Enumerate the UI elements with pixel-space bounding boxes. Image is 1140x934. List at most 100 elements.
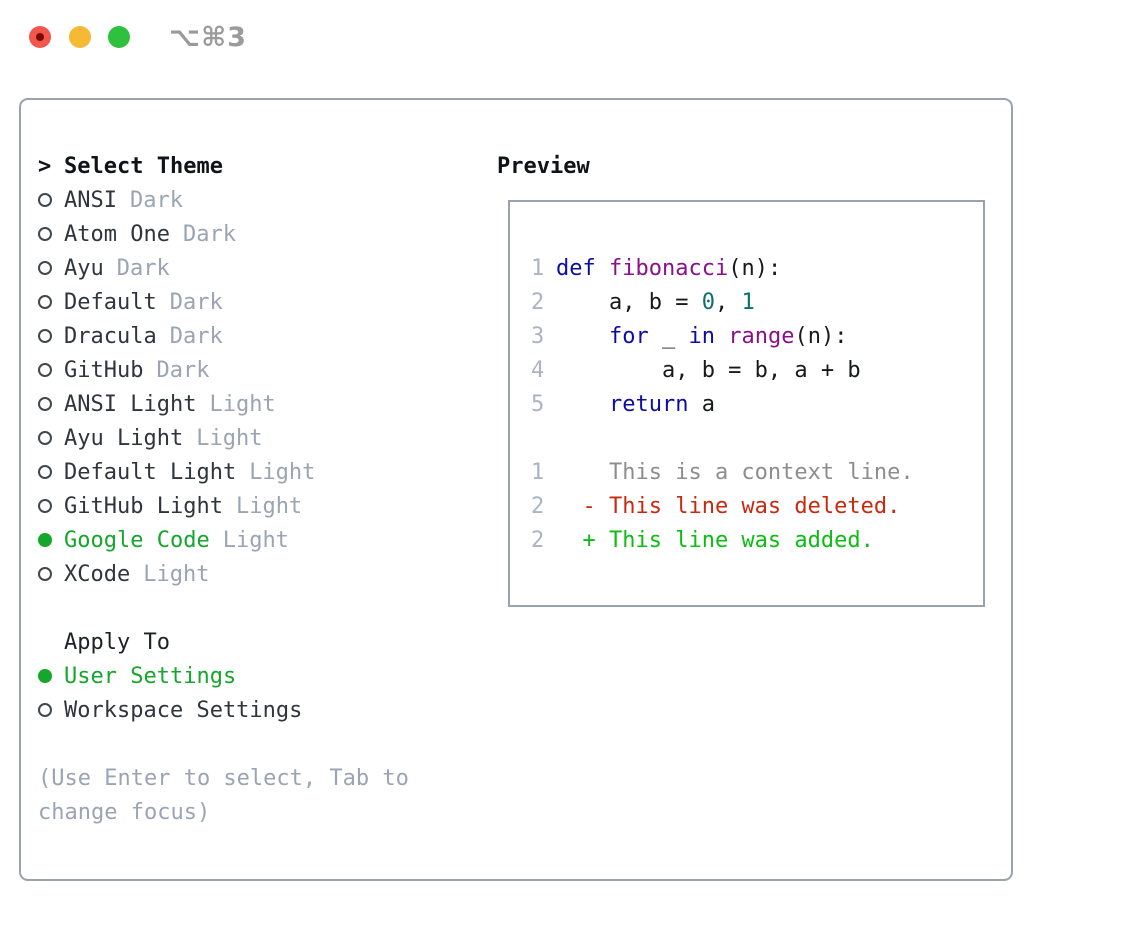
theme-variant-badge: Light	[209, 391, 276, 417]
theme-variant-badge: Dark	[129, 187, 183, 213]
theme-option-dracula[interactable]: Dracula Dark	[38, 319, 488, 353]
apply-option-label: Workspace Settings	[64, 697, 303, 723]
code-line	[531, 421, 914, 455]
theme-variant-badge: Light	[235, 493, 303, 519]
theme-variant-badge: Dark	[116, 255, 170, 281]
code-token-fn: fibonacci	[609, 255, 729, 281]
radio-icon	[38, 261, 52, 275]
line-number: 2	[531, 493, 545, 519]
theme-name: Ayu	[64, 255, 104, 281]
prompt-icon: >	[38, 153, 52, 179]
radio-icon	[38, 465, 52, 479]
line-number: 2	[531, 527, 545, 553]
theme-name: Default	[64, 289, 157, 315]
radio-icon	[38, 431, 52, 445]
line-number: 1	[531, 255, 545, 281]
apply-option-label: User Settings	[64, 663, 237, 689]
line-number: 2	[531, 289, 545, 315]
code-token-kw: return	[608, 391, 689, 417]
theme-variant-badge: Light	[143, 561, 210, 587]
radio-icon	[38, 567, 52, 581]
theme-variant-badge: Light	[222, 527, 289, 553]
zoom-button[interactable]	[108, 26, 130, 48]
close-button[interactable]	[29, 26, 51, 48]
code-line: 2 a, b = 0, 1	[531, 285, 914, 319]
code-token-kw: in	[688, 323, 715, 349]
code-token-kw: for	[608, 323, 649, 349]
preview-title: Preview	[497, 153, 590, 179]
theme-name: GitHub Light	[64, 493, 223, 519]
theme-variant-badge: Dark	[156, 357, 210, 383]
theme-variant-badge: Dark	[169, 323, 223, 349]
code-token-num: 0	[701, 289, 715, 315]
theme-option-default[interactable]: Default Dark	[38, 285, 488, 319]
radio-icon	[38, 363, 52, 377]
code-token-fn: range	[728, 323, 795, 349]
spacer	[38, 727, 488, 761]
code-token-pl	[715, 324, 728, 349]
theme-variant-badge: Dark	[169, 289, 223, 315]
apply-option-user-settings[interactable]: User Settings	[38, 659, 488, 693]
keyboard-shortcut-label: ⌥⌘3	[169, 22, 247, 53]
theme-option-github[interactable]: GitHub Dark	[38, 353, 488, 387]
radio-icon	[38, 227, 52, 241]
code-token-pl: a, b = b, a + b	[556, 357, 861, 383]
code-token-pl: a	[688, 391, 715, 417]
theme-name: Google Code	[64, 527, 210, 553]
code-token-kw: def	[556, 255, 596, 281]
theme-option-github-light[interactable]: GitHub Light Light	[38, 489, 488, 523]
radio-icon	[38, 295, 52, 309]
theme-option-ayu[interactable]: Ayu Dark	[38, 251, 488, 285]
theme-variant-badge: Dark	[182, 221, 236, 247]
theme-name: ANSI	[64, 187, 117, 213]
theme-variant-badge: Light	[249, 459, 316, 485]
code-token-pl: (n):	[728, 255, 782, 281]
code-token-ctx: This is a context line.	[556, 459, 914, 485]
radio-icon	[38, 397, 52, 411]
theme-name: XCode	[64, 561, 131, 587]
radio-icon	[38, 703, 52, 717]
hint-line-2: change focus)	[38, 799, 211, 825]
radio-selected-icon	[38, 533, 52, 547]
select-theme-header: > Select Theme	[38, 149, 488, 183]
code-token-pl	[556, 392, 609, 417]
line-number: 5	[531, 391, 545, 417]
code-line: 3 for _ in range(n):	[531, 319, 914, 353]
hint-line-1: (Use Enter to select, Tab to	[38, 765, 409, 791]
theme-name: Default Light	[64, 459, 237, 485]
line-number: 4	[531, 357, 545, 383]
code-token-pl	[556, 324, 609, 349]
code-token-pl: ,	[714, 289, 742, 315]
theme-option-xcode[interactable]: XCode Light	[38, 557, 488, 591]
theme-option-google-code[interactable]: Google Code Light	[38, 523, 488, 557]
theme-option-default-light[interactable]: Default Light Light	[38, 455, 488, 489]
code-token-pl	[596, 256, 609, 281]
theme-option-ansi[interactable]: ANSI Dark	[38, 183, 488, 217]
code-token-pl: _	[648, 323, 689, 349]
code-line: 2 - This line was deleted.	[531, 489, 914, 523]
minimize-button[interactable]	[69, 26, 91, 48]
radio-icon	[38, 193, 52, 207]
titlebar: ⌥⌘3	[0, 0, 1140, 75]
line-number: 1	[531, 459, 545, 485]
line-number: 3	[531, 323, 545, 349]
code-line: 1 def fibonacci(n):	[531, 251, 914, 285]
code-token-pl: (n):	[794, 323, 848, 349]
code-token-pl: a, b =	[556, 289, 702, 315]
theme-name: GitHub	[64, 357, 144, 383]
theme-name: Dracula	[64, 323, 157, 349]
code-line: 1 This is a context line.	[531, 455, 914, 489]
apply-option-workspace-settings[interactable]: Workspace Settings	[38, 693, 488, 727]
radio-icon	[38, 329, 52, 343]
select-theme-title: Select Theme	[64, 153, 223, 179]
